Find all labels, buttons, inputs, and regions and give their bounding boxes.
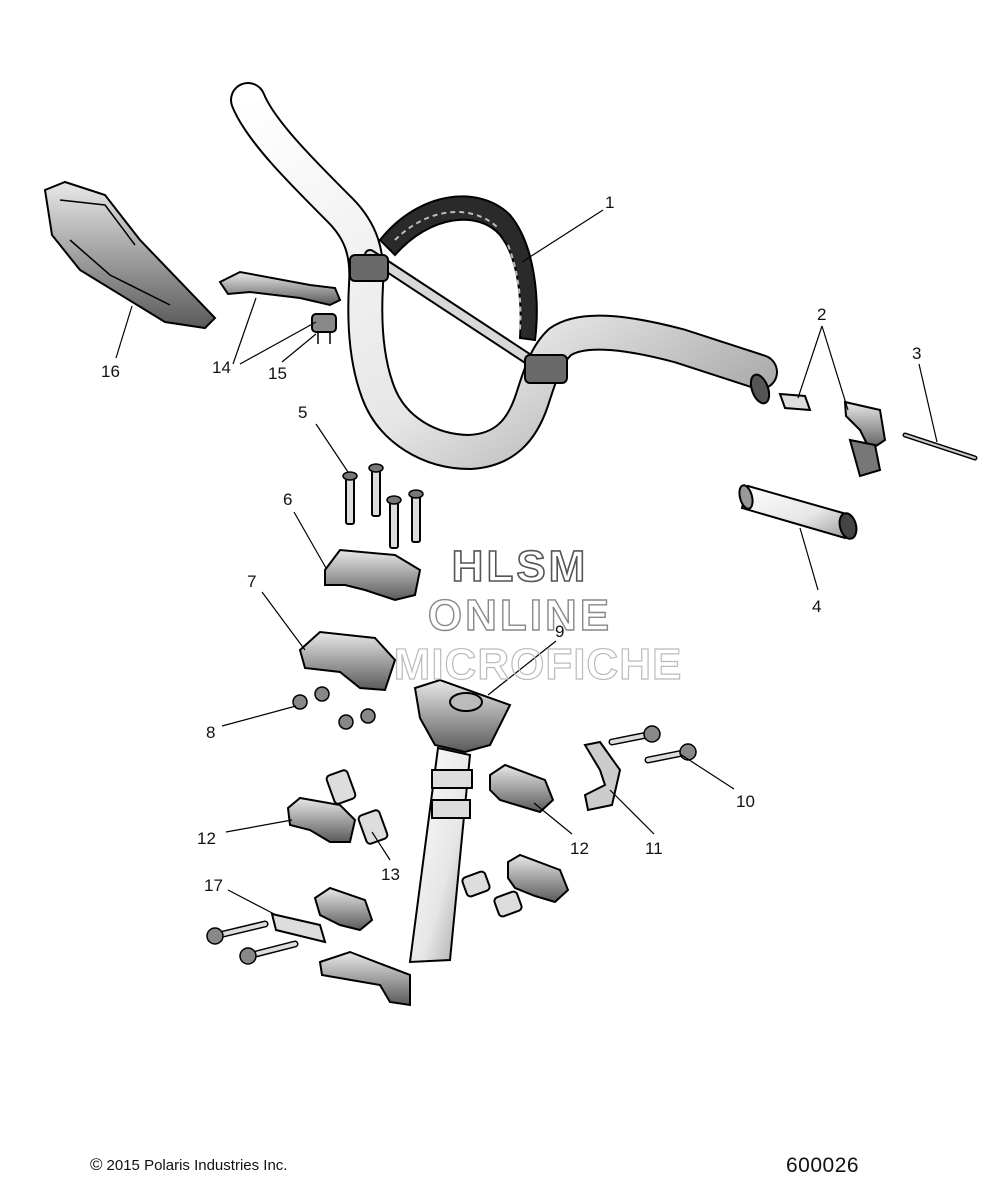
hand-guard (43, 180, 217, 330)
handlebar (230, 82, 778, 471)
callout-12-left: 12 (197, 829, 216, 848)
long-pin (902, 432, 978, 461)
lower-clamp-12 (286, 796, 357, 843)
steering-post (318, 678, 512, 1007)
callout-8: 8 (206, 723, 215, 742)
callout-3: 3 (912, 344, 921, 363)
leader-lines (115, 209, 938, 917)
callout-6: 6 (283, 490, 292, 509)
callout-11: 11 (645, 839, 663, 858)
upper-clamp-12 (489, 763, 555, 814)
copyright-symbol: © (90, 1155, 103, 1174)
callout-15: 15 (268, 364, 287, 383)
watermark-line-2: ONLINE (428, 591, 612, 640)
upper-clamp (324, 548, 422, 602)
callout-1: 1 (605, 193, 614, 212)
callout-7: 7 (247, 572, 256, 591)
copyright-notice: ©2015 Polaris Industries Inc. (90, 1155, 287, 1175)
callout-5: 5 (298, 403, 307, 422)
nuts (292, 686, 376, 730)
watermark-line-3: MICROFICHE (394, 640, 683, 689)
spacers (325, 769, 523, 918)
mount-bolts (608, 725, 697, 764)
callout-12-right: 12 (570, 839, 589, 858)
callout-13: 13 (381, 865, 400, 884)
grip (738, 484, 858, 540)
clamp-bolts (342, 463, 424, 549)
copyright-text: 2015 Polaris Industries Inc. (106, 1157, 288, 1174)
clamp-base (298, 630, 397, 692)
callout-4: 4 (812, 597, 821, 616)
callout-numbers: 1 2 3 4 5 6 7 8 9 10 11 12 12 13 14 15 1… (101, 193, 921, 895)
guard-mount-arm (218, 270, 342, 307)
callout-9: 9 (555, 622, 564, 641)
small-clamp (311, 313, 337, 344)
drawing-number: 600026 (786, 1154, 860, 1177)
callout-2: 2 (817, 305, 826, 324)
lower-clamp-extra (313, 853, 570, 932)
watermark: HLSM ONLINE MICROFICHE (393, 541, 683, 689)
callout-17: 17 (204, 876, 223, 895)
callout-14: 14 (212, 358, 231, 377)
plate-and-bolts (206, 912, 327, 965)
throttle-assembly (778, 392, 887, 478)
watermark-line-1: HLSM (452, 542, 589, 591)
callout-10: 10 (736, 792, 755, 811)
bracket (583, 740, 622, 812)
callout-16: 16 (101, 362, 120, 381)
